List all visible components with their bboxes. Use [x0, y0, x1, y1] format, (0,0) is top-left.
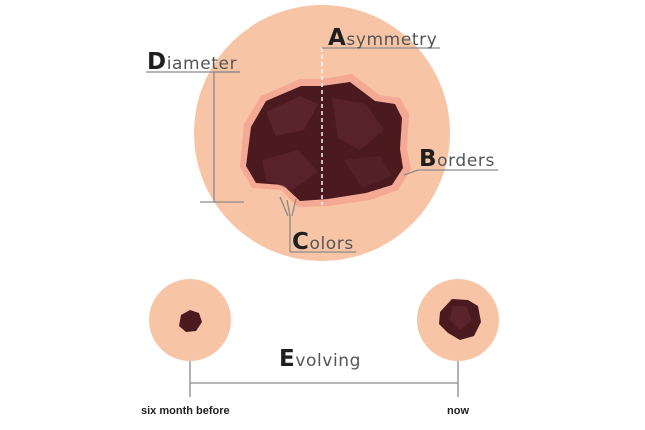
- label-colors: Colors: [292, 229, 354, 255]
- timeline-end-label: now: [447, 405, 469, 417]
- colors-pointer-2: [286, 199, 291, 217]
- mole-before: [179, 310, 202, 332]
- mole-shade-2: [332, 98, 384, 150]
- label-diameter: Diameter: [147, 49, 238, 75]
- label-borders: Borders: [419, 146, 495, 172]
- borders-pointer: [403, 169, 419, 176]
- mole-large: [240, 74, 411, 207]
- label-asymmetry: Asymmetry: [328, 25, 438, 51]
- mole-shade-3: [262, 150, 318, 190]
- mole-shade-1: [266, 96, 318, 136]
- colors-pointer-3: [291, 198, 297, 217]
- timeline-start-label: six month before: [141, 405, 230, 417]
- mole-shade-4: [344, 156, 392, 188]
- mole-now-shade: [450, 306, 472, 330]
- label-evolving: Evolving: [279, 346, 362, 372]
- colors-pointer-1: [279, 196, 289, 217]
